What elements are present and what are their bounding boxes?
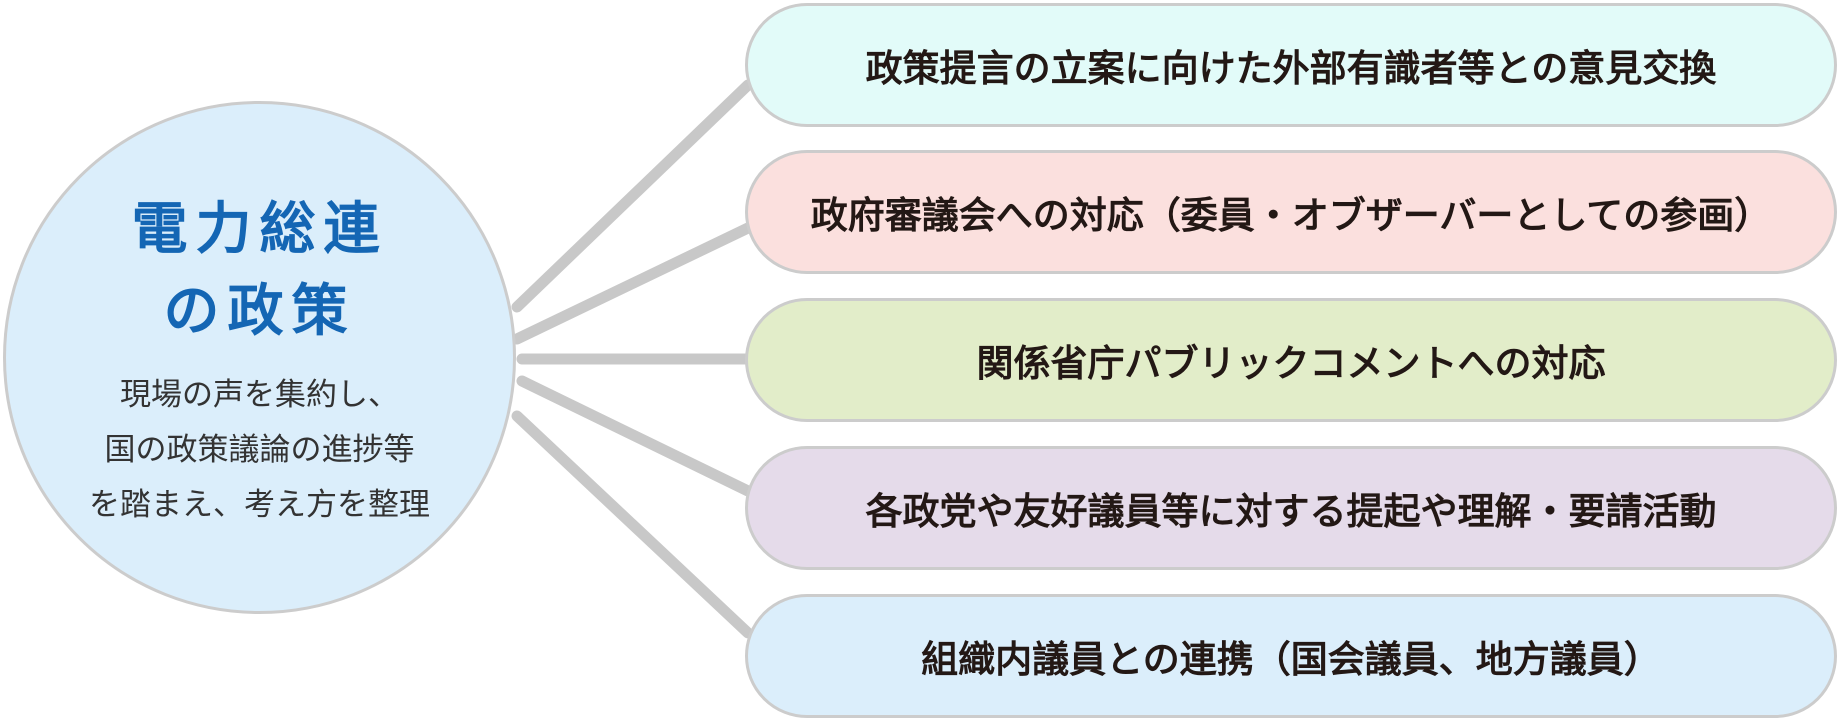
hub-title-line-2: の政策 xyxy=(163,279,356,344)
hub-description-line-2: 国の政策議論の進捗等 xyxy=(104,432,415,468)
policy-item-party-advocacy: 各政党や友好議員等に対する提起や理解・要請活動 xyxy=(745,446,1837,570)
hub-description: 現場の声を集約し、 国の政策議論の進捗等 を踏まえ、考え方を整理 xyxy=(6,368,513,533)
connector-line-2 xyxy=(511,222,754,345)
policy-item-government-council: 政府審議会への対応（委員・オブザーバーとしての参画） xyxy=(745,150,1837,274)
hub-description-line-3: を踏まえ、考え方を整理 xyxy=(89,487,430,523)
connector-line-4 xyxy=(516,375,754,497)
policy-item-expert-exchange: 政策提言の立案に向けた外部有識者等との意見交換 xyxy=(745,3,1837,127)
policy-item-member-coordination: 組織内議員との連携（国会議員、地方議員） xyxy=(745,594,1837,718)
connector-line-1 xyxy=(511,79,754,313)
policy-hub-circle: 電力総連 の政策 現場の声を集約し、 国の政策議論の進捗等 を踏まえ、考え方を整… xyxy=(3,101,516,614)
hub-title: 電力総連 の政策 xyxy=(6,189,513,353)
policy-item-public-comment: 関係省庁パブリックコメントへの対応 xyxy=(745,298,1837,422)
hub-title-line-1: 電力総連 xyxy=(131,197,388,262)
hub-description-line-1: 現場の声を集約し、 xyxy=(120,377,399,413)
connector-line-5 xyxy=(511,410,754,639)
